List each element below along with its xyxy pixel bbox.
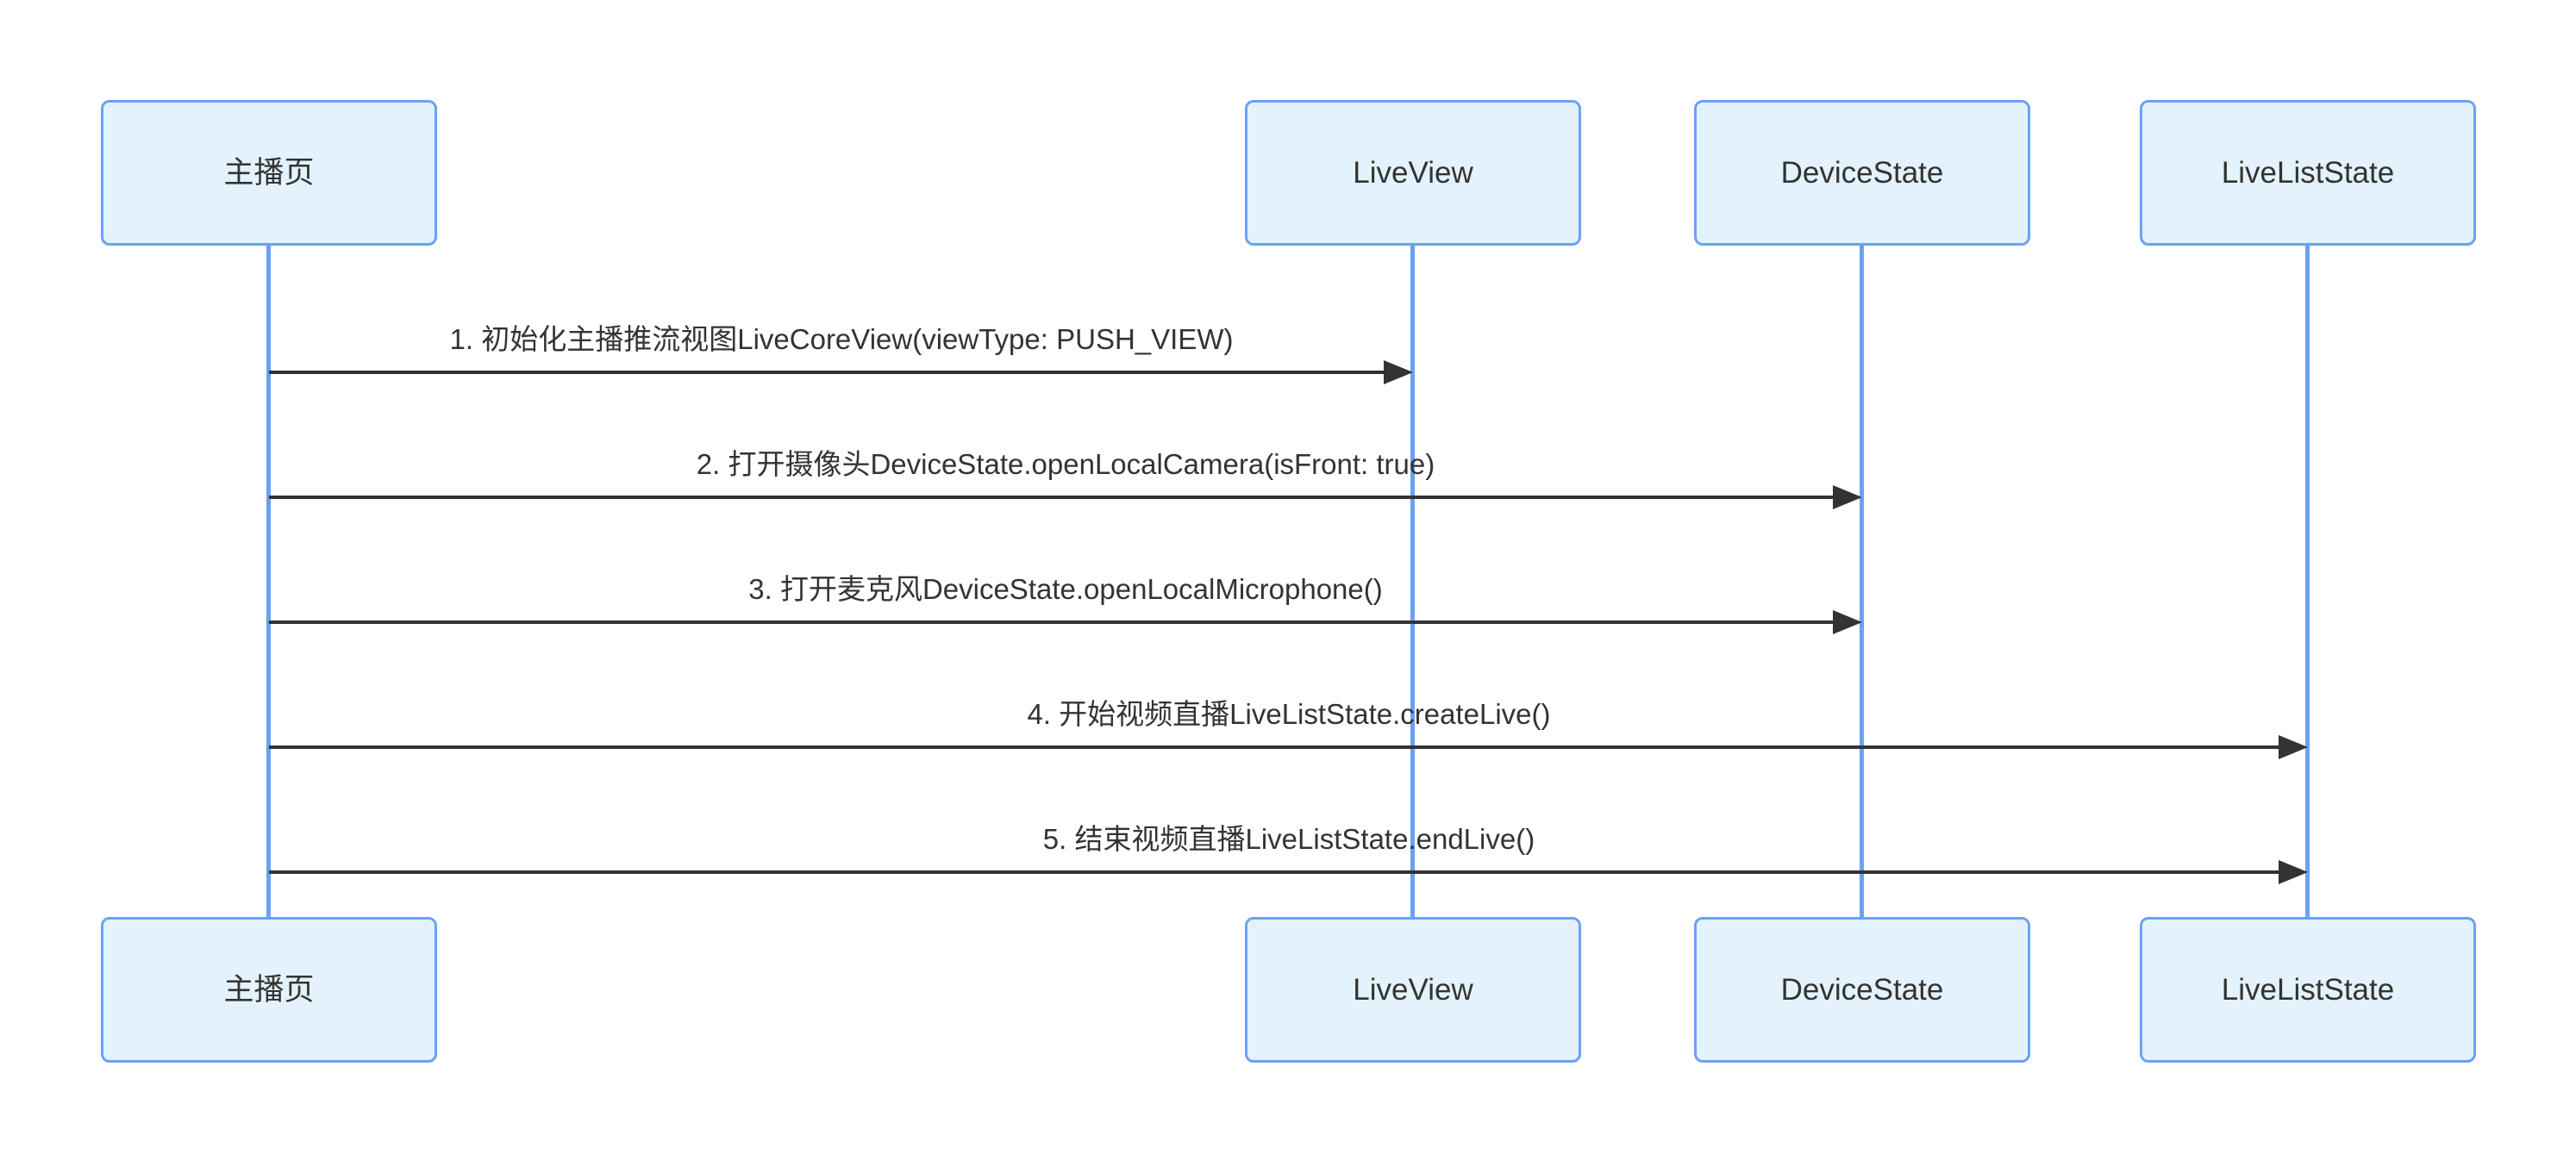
actor-box-liveview-bottom: LiveView [1245,917,1581,1063]
message-2-line [269,496,1833,499]
actor-box-anchor-page-top: 主播页 [101,100,437,246]
message-2-label: 2. 打开摄像头DeviceState.openLocalCamera(isFr… [696,448,1435,480]
actor-box-liveliststate-top: LiveListState [2140,100,2476,246]
message-2-arrowhead-icon [1833,485,1862,509]
actor-label: LiveListState [2221,972,2395,1007]
lifeline-liveliststate [2305,245,2310,917]
actor-label: DeviceState [1780,155,1944,190]
message-5-line [269,870,2279,874]
actor-box-anchor-page-bottom: 主播页 [101,917,437,1063]
actor-box-devicestate-top: DeviceState [1694,100,2030,246]
actor-box-liveliststate-bottom: LiveListState [2140,917,2476,1063]
actor-label: LiveListState [2221,155,2395,190]
lifeline-devicestate [1860,245,1864,917]
message-4-line [269,745,2279,749]
message-1-arrowhead-icon [1384,360,1413,384]
actor-label: 主播页 [223,972,315,1007]
lifeline-liveview [1410,245,1415,917]
actor-label: LiveView [1353,155,1473,190]
message-5-label: 5. 结束视频直播LiveListState.endLive() [1042,823,1535,855]
actor-box-devicestate-bottom: DeviceState [1694,917,2030,1063]
message-3-line [269,621,1833,624]
message-5-arrowhead-icon [2279,860,2308,884]
message-4-label: 4. 开始视频直播LiveListState.createLive() [1027,698,1551,730]
message-1-line [269,371,1385,374]
actor-label: DeviceState [1780,972,1944,1007]
lifeline-anchor-page [266,245,271,917]
message-4-arrowhead-icon [2279,735,2308,759]
message-1-label: 1. 初始化主播推流视图LiveCoreView(viewType: PUSH_… [449,323,1234,355]
message-3-label: 3. 打开麦克风DeviceState.openLocalMicrophone(… [748,573,1383,605]
actor-box-liveview-top: LiveView [1245,100,1581,246]
message-3-arrowhead-icon [1833,610,1862,634]
actor-label: LiveView [1353,972,1473,1007]
actor-label: 主播页 [223,155,315,190]
